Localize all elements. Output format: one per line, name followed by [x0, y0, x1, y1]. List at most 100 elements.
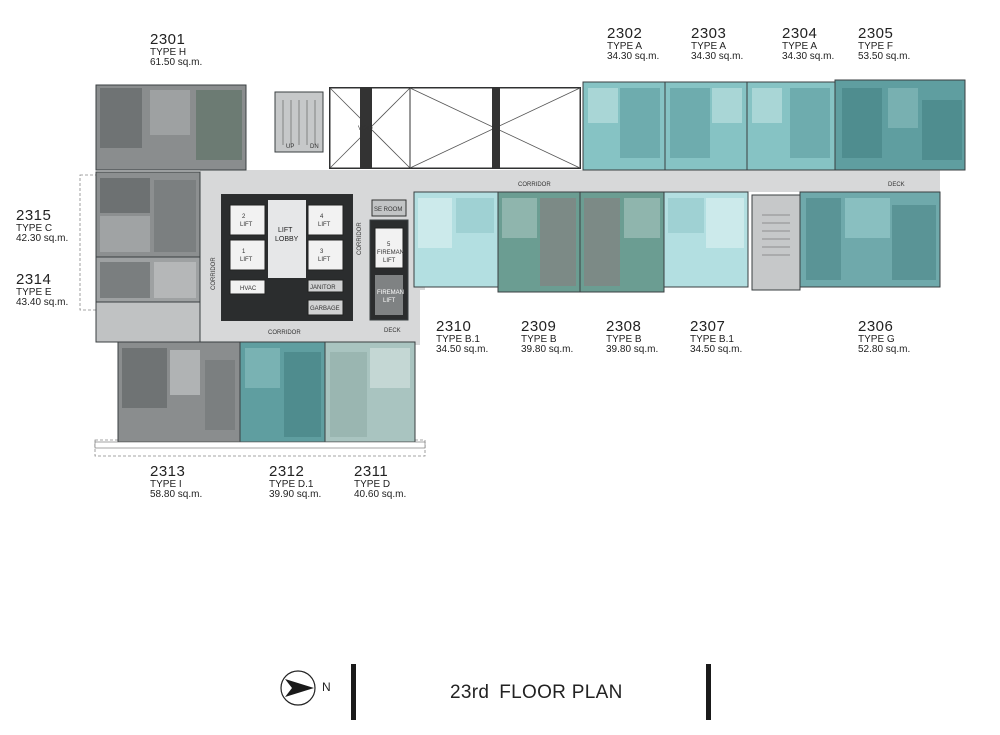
- unit-2315-living: [100, 216, 150, 252]
- unit-2306-bedroom: [892, 205, 936, 280]
- unit-type: TYPE H: [150, 46, 187, 58]
- unit-number: 2307: [690, 318, 726, 335]
- north-label: N: [322, 680, 331, 694]
- unit-area: 34.30 sq.m.: [691, 51, 744, 63]
- garbage-label: GARBAGE: [310, 306, 340, 312]
- unit-2310-bath: [456, 198, 494, 233]
- unit-2315-room: [100, 178, 150, 213]
- unit-label-2307[interactable]: 2307 TYPE B.1 34.50 sq.m.: [690, 319, 742, 356]
- unit-type: TYPE B: [521, 333, 557, 345]
- divider-left: [351, 664, 356, 720]
- lift-4-num: 4: [320, 214, 324, 220]
- unit-label-2302[interactable]: 2302 TYPE A 34.30 sq.m.: [607, 26, 659, 63]
- unit-number: 2313: [150, 463, 186, 480]
- unit-number: 2304: [782, 25, 818, 42]
- unit-area: 34.30 sq.m.: [607, 51, 660, 63]
- fireman-lift-label-2: LIFT: [383, 298, 396, 304]
- unit-number: 2303: [691, 25, 727, 42]
- unit-2303-room: [670, 88, 710, 158]
- lift-5-num: 5: [387, 242, 391, 248]
- lift-1-word: LIFT: [240, 257, 253, 263]
- unit-2301-living: [196, 90, 242, 160]
- stair-east-treads: [762, 214, 790, 256]
- unit-number: 2301: [150, 31, 186, 48]
- garbage-room: [307, 299, 344, 316]
- column-a: [360, 88, 372, 168]
- unit-label-2306[interactable]: 2306 TYPE G 52.80 sq.m.: [858, 319, 910, 356]
- unit-number: 2311: [354, 463, 389, 480]
- unit-label-2313[interactable]: 2313 TYPE I 58.80 sq.m.: [150, 464, 202, 501]
- unit-area: 34.50 sq.m.: [436, 344, 489, 356]
- south-balcony: [94, 441, 426, 449]
- unit-type: TYPE A: [691, 40, 727, 52]
- unit-label-2305[interactable]: 2305 TYPE F 53.50 sq.m.: [858, 26, 910, 63]
- unit-type: TYPE B: [606, 333, 642, 345]
- unit-2310-room: [418, 198, 452, 248]
- deck-label-core: DECK: [384, 328, 401, 334]
- void-label-1: VOID: [358, 126, 373, 132]
- unit-area: 52.80 sq.m.: [858, 344, 911, 356]
- lift-3-word: LIFT: [318, 257, 331, 263]
- hvac-room: [229, 279, 266, 295]
- unit-area: 39.80 sq.m.: [521, 344, 574, 356]
- unit-label-2310[interactable]: 2310 TYPE B.1 34.50 sq.m.: [436, 319, 488, 356]
- unit-label-2312[interactable]: 2312 TYPE D.1 39.90 sq.m.: [269, 464, 321, 501]
- unit-2313-room: [122, 348, 167, 408]
- janitor-room: [307, 279, 344, 293]
- lift-3-num: 3: [320, 249, 324, 255]
- unit-2306-room: [806, 198, 841, 280]
- stair-north-up: UP: [286, 144, 294, 150]
- unit-label-2311[interactable]: 2311 TYPE D 40.60 sq.m.: [354, 464, 406, 501]
- unit-2307-bath: [668, 198, 704, 233]
- unit-area: 61.50 sq.m.: [150, 57, 203, 69]
- lift-3: [307, 239, 344, 271]
- unit-2313-bedroom: [205, 360, 235, 430]
- unit-2311-bath: [370, 348, 410, 388]
- stair-east: [751, 194, 801, 291]
- unit-area: 34.30 sq.m.: [782, 51, 835, 63]
- corridor-label-west: CORRIDOR: [211, 257, 217, 290]
- lift-lobby: [268, 200, 306, 278]
- unit-label-2314[interactable]: 2314 TYPE E 43.40 sq.m.: [16, 272, 68, 309]
- unit-type: TYPE B.1: [436, 333, 480, 345]
- unit-number: 2310: [436, 318, 472, 335]
- unit-2309-bath: [502, 198, 537, 238]
- unit-type: TYPE B.1: [690, 333, 734, 345]
- unit-type: TYPE D: [354, 478, 391, 490]
- unit-label-2303[interactable]: 2303 TYPE A 34.30 sq.m.: [691, 26, 743, 63]
- hvac-label: HVAC: [240, 286, 257, 292]
- lift-5: [374, 227, 404, 269]
- unit-number: 2315: [16, 207, 52, 224]
- unit-2301-bath: [150, 90, 190, 135]
- corridor-label-south: CORRIDOR: [268, 330, 301, 336]
- unit-2304-room: [790, 88, 830, 158]
- unit-2315-bath: [154, 180, 196, 252]
- janitor-label: JANITOR: [310, 285, 336, 291]
- unit-area: 34.50 sq.m.: [690, 344, 743, 356]
- unit-label-2301[interactable]: 2301 TYPE H 61.50 sq.m.: [150, 32, 202, 69]
- unit-2314-bath: [154, 262, 196, 298]
- lift-4-word: LIFT: [318, 222, 331, 228]
- unit-number: 2308: [606, 318, 642, 335]
- unit-type: TYPE A: [607, 40, 643, 52]
- unit-type: TYPE F: [858, 40, 894, 52]
- unit-type: TYPE E: [16, 286, 52, 298]
- unit-type: TYPE C: [16, 222, 53, 234]
- lift-lobby-label-1: LIFT: [278, 227, 293, 234]
- unit-label-2315[interactable]: 2315 TYPE C 42.30 sq.m.: [16, 208, 68, 245]
- unit-area: 39.90 sq.m.: [269, 489, 322, 501]
- unit-2313-bath: [170, 350, 200, 395]
- lift-4: [307, 204, 344, 236]
- north-arrow-icon: [280, 670, 316, 706]
- unit-area: 39.80 sq.m.: [606, 344, 659, 356]
- unit-2311-room: [330, 352, 367, 437]
- unit-label-2309[interactable]: 2309 TYPE B 39.80 sq.m.: [521, 319, 573, 356]
- unit-label-2308[interactable]: 2308 TYPE B 39.80 sq.m.: [606, 319, 658, 356]
- unit-2312-bath: [245, 348, 280, 388]
- corridor-label-core: CORRIDOR: [357, 222, 363, 255]
- unit-2309-room: [540, 198, 576, 286]
- unit-area: 53.50 sq.m.: [858, 51, 911, 63]
- unit-number: 2302: [607, 25, 643, 42]
- unit-label-2304[interactable]: 2304 TYPE A 34.30 sq.m.: [782, 26, 834, 63]
